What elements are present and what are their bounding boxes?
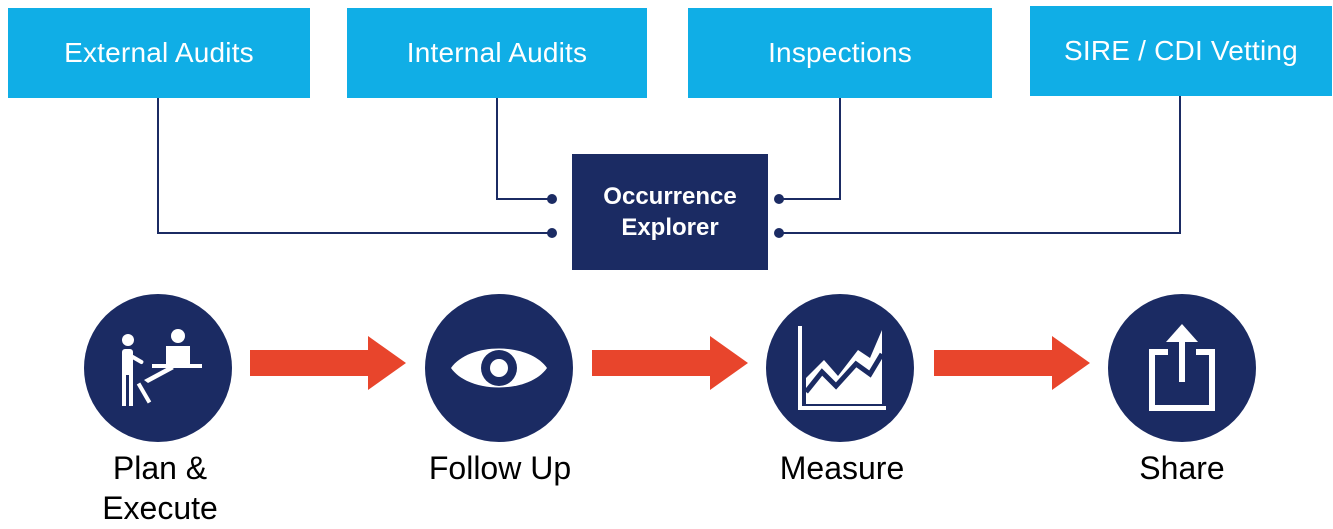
source-label: External Audits bbox=[64, 37, 254, 68]
occurrence-explorer-hub: Occurrence Explorer bbox=[572, 154, 768, 270]
source-inspections: Inspections bbox=[688, 8, 992, 98]
connector-external bbox=[157, 98, 552, 234]
connector-inspections bbox=[779, 98, 841, 200]
step-label-share: Share bbox=[1084, 448, 1280, 488]
flow-arrow bbox=[934, 336, 1090, 390]
step-measure bbox=[766, 294, 914, 442]
connector-dot-external bbox=[547, 228, 557, 238]
step-label-line1: Share bbox=[1139, 450, 1225, 486]
people-consultation-icon bbox=[122, 329, 202, 406]
source-label: Internal Audits bbox=[406, 37, 588, 68]
flow-arrow bbox=[250, 336, 406, 390]
source-internal-audits: Internal Audits bbox=[347, 8, 647, 98]
source-label: SIRE / CDI Vetting bbox=[1064, 35, 1298, 66]
source-sire-cdi-vetting: SIRE / CDI Vetting bbox=[1030, 6, 1332, 96]
connector-sire bbox=[779, 96, 1181, 234]
step-label-line2: Execute bbox=[102, 490, 218, 526]
flow-arrow bbox=[592, 336, 748, 390]
step-label-follow-up: Follow Up bbox=[400, 448, 600, 488]
hub-title-line2: Explorer bbox=[621, 214, 719, 241]
source-external-audits: External Audits bbox=[8, 8, 310, 98]
step-label-line1: Measure bbox=[779, 450, 905, 486]
step-label-line1: Plan & bbox=[112, 450, 208, 486]
step-label-line1: Follow Up bbox=[428, 450, 572, 486]
step-label-measure: Measure bbox=[742, 448, 942, 488]
connector-dot-sire bbox=[774, 228, 784, 238]
step-label-plan-execute: Plan & Execute bbox=[62, 448, 258, 528]
step-plan-execute bbox=[84, 294, 232, 442]
line-chart-icon bbox=[798, 326, 886, 410]
hub-title-line1: Occurrence bbox=[603, 183, 737, 210]
connector-internal bbox=[496, 98, 552, 200]
step-share bbox=[1108, 294, 1256, 442]
connector-dot-internal bbox=[547, 194, 557, 204]
step-follow-up bbox=[425, 294, 573, 442]
connector-dot-inspections bbox=[774, 194, 784, 204]
eye-icon bbox=[451, 348, 547, 388]
share-export-icon bbox=[1149, 324, 1215, 411]
source-label: Inspections bbox=[768, 37, 912, 68]
